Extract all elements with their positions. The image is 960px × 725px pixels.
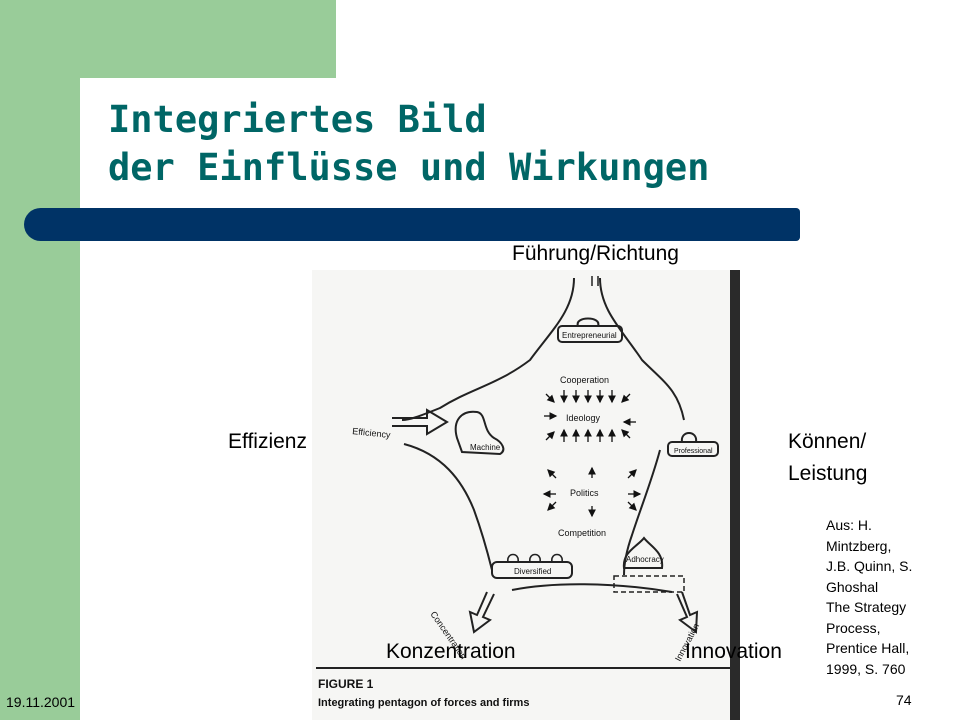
- adhocracy-shape: [622, 536, 664, 569]
- label-fuehrung: Führung/Richtung: [512, 242, 679, 265]
- source-line: Aus: H.: [826, 517, 872, 533]
- source-line: Mintzberg,: [826, 537, 892, 554]
- label-koennen: Können/: [788, 430, 867, 453]
- machine-label: Machine: [470, 443, 501, 452]
- scan-background: [312, 270, 740, 720]
- figure-caption-title: FIGURE 1: [318, 677, 374, 691]
- diversified-label: Diversified: [514, 567, 551, 576]
- entrepreneurial-label: Entrepreneurial: [562, 331, 617, 340]
- label-effizienz: Effizienz: [228, 430, 307, 453]
- adhocracy-label: Adhocracy: [626, 555, 664, 564]
- scan-edge: [730, 270, 740, 720]
- pentagon-diagram: Entrepreneurial Efficiency Machine Profe…: [312, 270, 740, 720]
- title-line-1: Integriertes Bild: [108, 98, 487, 141]
- title-line-2: der Einflüsse und Wirkungen: [108, 146, 710, 189]
- top-decor-band: [80, 0, 336, 78]
- source-line: 1999, S. 760: [826, 660, 906, 677]
- outline-top-right: [599, 277, 685, 421]
- concentration-arrow: [468, 591, 495, 634]
- pentagon-figure: Entrepreneurial Efficiency Machine Profe…: [312, 270, 740, 720]
- title-area: [80, 78, 960, 208]
- left-decor-band: [0, 0, 80, 720]
- label-konzentration: Konzentration: [386, 640, 516, 663]
- professional-box: [667, 441, 719, 457]
- force-arrows: [542, 390, 642, 518]
- outline-top-left: [401, 277, 575, 421]
- machine-shape: [454, 410, 505, 456]
- slide-title: Integriertes Bild der Einflüsse und Wirk…: [108, 96, 709, 192]
- source-citation: Aus: H. Mintzberg, J.B. Quinn, S. Ghosha…: [826, 515, 956, 679]
- label-leistung: Leistung: [788, 462, 868, 485]
- source-line: Ghoshal: [826, 578, 879, 595]
- professional-knob: [680, 432, 698, 443]
- efficiency-arrow: [392, 408, 449, 436]
- outline-left-lower: [403, 443, 493, 571]
- outline-bottom: [511, 583, 673, 593]
- cooperation-label: Cooperation: [560, 375, 609, 385]
- label-innovation: Innovation: [685, 640, 782, 663]
- politics-label: Politics: [570, 488, 599, 498]
- source-line: J.B. Quinn, S.: [826, 558, 913, 574]
- efficiency-label: Efficiency: [352, 426, 392, 440]
- source-line: Prentice Hall,: [826, 640, 910, 656]
- adhocracy-dashed-box: [613, 575, 685, 593]
- innovation-arrow: [676, 591, 699, 634]
- entrepreneurial-knob: [576, 317, 600, 327]
- diversified-knobs: [507, 553, 563, 563]
- source-line: The Strategy: [826, 599, 907, 615]
- source-line: Process,: [826, 619, 881, 636]
- page-number: 74: [896, 692, 912, 708]
- entrepreneurial-box: [557, 325, 623, 343]
- figure-caption-text: Integrating pentagon of forces and firms: [318, 697, 529, 709]
- slide-date: 19.11.2001: [6, 694, 76, 710]
- title-underline-bar: [24, 208, 800, 241]
- professional-label: Professional: [674, 448, 713, 455]
- diversified-box: [491, 561, 573, 579]
- competition-label: Competition: [558, 528, 606, 538]
- ideology-label: Ideology: [566, 413, 601, 423]
